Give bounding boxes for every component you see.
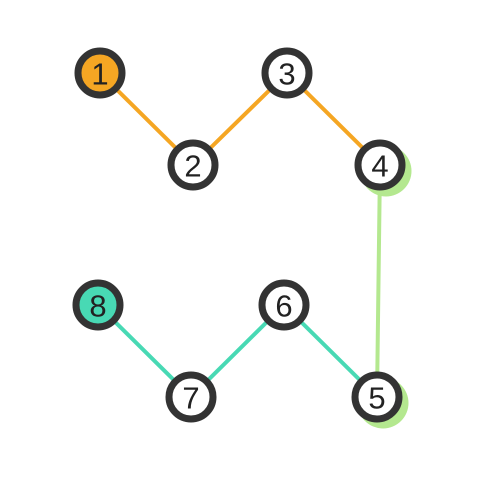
node-4-label: 4 <box>371 149 388 184</box>
node-3[interactable]: 3 <box>261 47 313 99</box>
nodes-layer: 1 2 3 4 5 6 7 8 <box>72 47 412 429</box>
node-4[interactable]: 4 <box>354 139 412 197</box>
node-3-label: 3 <box>278 57 295 92</box>
node-8-circle <box>72 279 124 331</box>
node-2-circle <box>167 139 219 191</box>
node-7[interactable]: 7 <box>165 371 217 423</box>
node-7-label: 7 <box>182 381 199 416</box>
node-6[interactable]: 6 <box>258 279 310 331</box>
node-1[interactable]: 1 <box>74 47 126 99</box>
node-6-circle <box>258 279 310 331</box>
node-5-label: 5 <box>368 381 385 416</box>
node-2[interactable]: 2 <box>167 139 219 191</box>
node-2-label: 2 <box>184 149 201 184</box>
node-4-circle <box>354 139 406 191</box>
node-1-circle <box>74 47 126 99</box>
node-5-circle <box>351 371 403 423</box>
node-3-circle <box>261 47 313 99</box>
node-5[interactable]: 5 <box>351 371 409 429</box>
edge-4-5 <box>375 163 382 399</box>
node-1-label: 1 <box>91 57 108 92</box>
node-8-label: 8 <box>89 289 106 324</box>
node-8[interactable]: 8 <box>72 279 124 331</box>
node-6-label: 6 <box>275 289 292 324</box>
node-7-circle <box>165 371 217 423</box>
edges-layer <box>96 71 382 399</box>
